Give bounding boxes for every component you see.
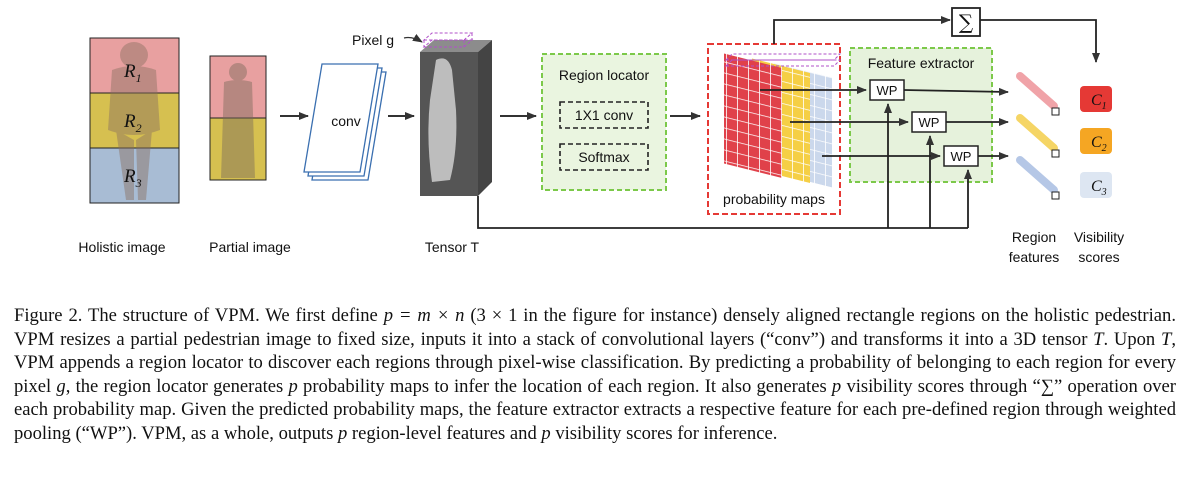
visibility-scores-label-line1: Visibility — [1074, 229, 1124, 245]
sum-branch: ∑ — [773, 7, 1100, 63]
score-box-1 — [1080, 86, 1112, 112]
tensor-feed-lines — [477, 103, 972, 229]
conv1x1-label: 1X1 conv — [575, 107, 633, 123]
visibility-scores: C1 C2 C3 — [1080, 86, 1112, 198]
partial-image-label: Partial image — [209, 239, 291, 255]
conv-stack — [303, 63, 387, 181]
score-box-2 — [1080, 128, 1112, 154]
region-locator-title: Region locator — [559, 67, 650, 83]
region-3-band — [89, 147, 180, 204]
region-label-2: R2 — [123, 111, 142, 135]
vpm-architecture-diagram: R1 R2 R3 conv Pixel g — [78, 7, 1124, 265]
region-features-label-line1: Region — [1012, 229, 1056, 245]
probability-maps — [707, 43, 842, 215]
figure-caption: Figure 2. The structure of VPM. We first… — [14, 305, 1176, 444]
region-label-3: R3 — [123, 166, 142, 190]
conv-label: conv — [331, 113, 361, 129]
sum-operator-box — [951, 7, 981, 37]
visibility-scores-label-line2: scores — [1078, 249, 1119, 265]
softmax-block — [559, 143, 649, 171]
score-box-3 — [1080, 172, 1112, 198]
pixel-g-label: Pixel g — [352, 32, 394, 48]
wp-label-3: WP — [951, 149, 972, 164]
pixel-g-pointer — [403, 33, 423, 43]
score-label-2: C2 — [1091, 134, 1107, 154]
region-locator: Region locator 1X1 conv Softmax — [541, 53, 667, 191]
region-features-label-line2: features — [1009, 249, 1060, 265]
probability-maps-label: probability maps — [723, 191, 825, 207]
sum-symbol: ∑ — [959, 10, 974, 34]
region-2-band — [89, 92, 180, 149]
tensor-t-label: Tensor T — [425, 239, 480, 255]
tensor-t — [420, 32, 492, 196]
region-label-1: R1 — [123, 61, 142, 85]
pedestrian-silhouette — [108, 42, 160, 200]
score-label-1: C1 — [1091, 92, 1107, 112]
feature-extractor-title: Feature extractor — [868, 55, 975, 71]
conv1x1-block — [559, 101, 649, 129]
region-1-band — [89, 37, 180, 94]
wp-label-1: WP — [877, 83, 898, 98]
region-features — [1016, 72, 1060, 200]
feature-rod-1 — [1016, 72, 1060, 116]
feature-extractor: Feature extractor WP WP WP — [849, 47, 993, 183]
partial-image — [209, 55, 267, 181]
wp-label-2: WP — [919, 115, 940, 130]
score-label-3: C3 — [1091, 178, 1107, 198]
wp-to-feature-arrows — [903, 87, 1009, 160]
holistic-image-label: Holistic image — [78, 239, 165, 255]
pixel-g-column — [422, 32, 474, 48]
softmax-label: Softmax — [578, 149, 629, 165]
holistic-image: R1 R2 R3 — [89, 37, 180, 204]
feature-rod-3 — [1016, 156, 1060, 200]
feature-rod-2 — [1016, 114, 1060, 158]
